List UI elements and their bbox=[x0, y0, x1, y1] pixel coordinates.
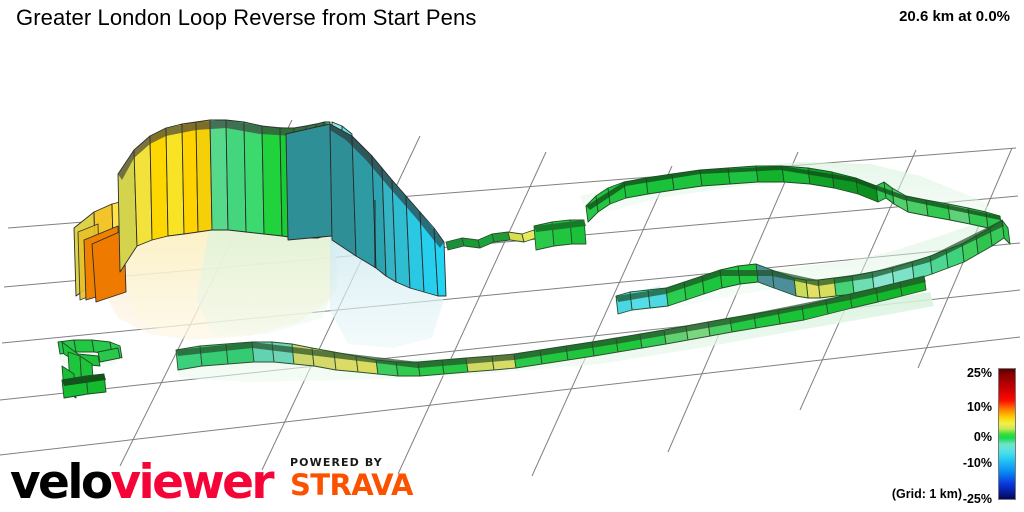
route-ribbon-bottom[interactable] bbox=[175, 275, 927, 377]
veloviewer-logo[interactable]: velo viewer bbox=[10, 454, 275, 510]
route-ribbon-top-loop[interactable] bbox=[585, 165, 1003, 233]
gradient-colorbar bbox=[998, 368, 1016, 500]
legend-label-min: -25% bbox=[962, 492, 992, 506]
veloviewer-logo-viewer: viewer bbox=[110, 454, 275, 510]
legend-label-high: 10% bbox=[966, 400, 992, 414]
branding: velo viewer POWERED BY STRAVA bbox=[10, 454, 413, 510]
route-ribbon-midlink[interactable] bbox=[445, 219, 587, 251]
legend-label-zero: 0% bbox=[973, 430, 992, 444]
veloviewer-logo-velo: velo bbox=[10, 454, 113, 510]
powered-by-label: POWERED BY bbox=[290, 456, 383, 469]
strava-wordmark: STRAVA bbox=[290, 468, 413, 502]
legend-label-max: 25% bbox=[966, 366, 992, 380]
route-ribbon-descent[interactable] bbox=[285, 121, 447, 297]
page-title: Greater London Loop Reverse from Start P… bbox=[16, 5, 477, 30]
grid-scale-note: (Grid: 1 km) bbox=[891, 487, 962, 501]
route-ribbon-right-arc[interactable] bbox=[615, 219, 1011, 315]
legend-label-low: -10% bbox=[962, 456, 992, 470]
strava-attribution[interactable]: POWERED BY STRAVA bbox=[290, 456, 413, 504]
route-stats: 20.6 km at 0.0% bbox=[899, 8, 1010, 25]
route-ribbon-start-finish[interactable] bbox=[57, 339, 123, 399]
